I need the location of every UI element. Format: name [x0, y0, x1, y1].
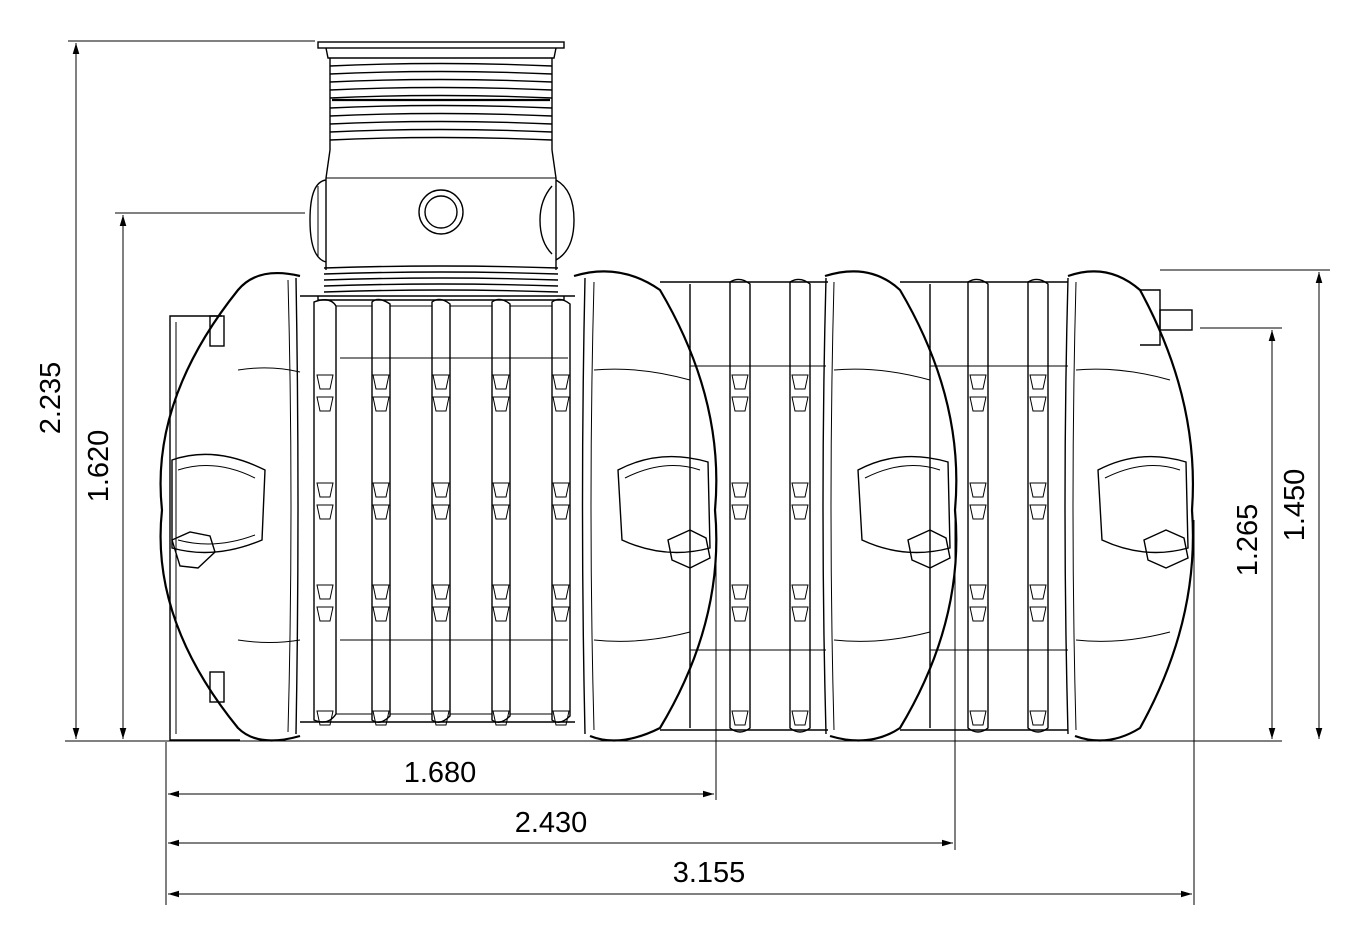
dimension-lines: 2.235 1.620 1.265 1.450 1.680 2.430 3.15… [35, 40, 1330, 905]
dim-length-2-label: 2.430 [515, 807, 588, 839]
tank-dome-4 [1064, 270, 1195, 742]
tank-dome-2 [573, 270, 718, 742]
left-foot [169, 315, 240, 741]
outlet-pipe [1140, 289, 1193, 346]
dim-length-1-label: 1.680 [404, 757, 477, 789]
dim-outlet-height-label: 1.265 [1232, 504, 1264, 577]
rib-lugs [316, 374, 1047, 726]
center-port [418, 189, 464, 235]
shaft-lid [317, 41, 565, 49]
tank-dome-3 [822, 270, 958, 742]
dim-tank-height-label: 1.450 [1279, 469, 1311, 542]
dim-length-total-label: 3.155 [673, 857, 746, 889]
access-shaft [309, 41, 575, 301]
tank-dome-1 [159, 272, 301, 742]
inlet-pipe [209, 315, 225, 347]
dim-overall-height-label: 2.235 [35, 362, 67, 435]
dim-inlet-height-label: 1.620 [83, 430, 115, 503]
tank-body [65, 270, 1282, 742]
